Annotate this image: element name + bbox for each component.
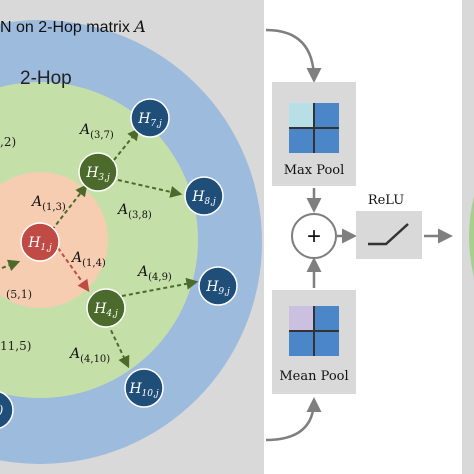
mean-pool-matrix-icon: [289, 306, 339, 356]
node-h7: H7,j: [130, 98, 170, 138]
clipped-node-bottom-left-label: ): [0, 403, 4, 417]
node-h4: H4,j: [86, 288, 126, 328]
edge-labels: A(3,7) A(1,3) A(3,8) A(1,4) A(4,9) A(4,1…: [30, 122, 172, 365]
node-h1-circle: [20, 222, 60, 262]
arrow-to-mean-pool: [265, 397, 322, 442]
node-h1-label: H1,j: [27, 235, 52, 253]
arrow-to-max-pool: [265, 28, 322, 83]
node-h3-circle: [78, 152, 118, 192]
edge-h1-h4: [57, 247, 90, 292]
node-h4-circle: [86, 288, 126, 328]
node-h9-circle: [198, 266, 238, 306]
node-h8-circle: [184, 176, 224, 216]
node-h1: H1,j: [20, 222, 60, 262]
edge-h4-h9: [121, 277, 199, 297]
gcn-panel-title: N on 2-Hop matrix A: [0, 17, 146, 36]
sum-operator: +: [291, 213, 337, 259]
node-h7-circle: [130, 98, 170, 138]
relu-curve-icon: [368, 223, 409, 246]
max-pool-matrix-icon: [289, 103, 339, 153]
clipped-node-bottom-left: [0, 391, 14, 429]
edge-h3-h8: [117, 179, 183, 198]
node-h8-label: H8,j: [191, 189, 216, 207]
gcn-panel-title-prefix: N on 2-Hop matrix: [0, 19, 134, 36]
edge-h4-h10: [107, 323, 130, 369]
hop-region-label: 2-Hop: [20, 68, 72, 89]
edge-label-a410: A(4,10): [68, 346, 110, 365]
next-panel-background: [462, 0, 474, 474]
edge-label-clipped-bottom: 11,5): [0, 339, 31, 353]
gcn-panel: ,2) (5,1) 11,5) ) N on 2-Hop matrix A 2-…: [0, 0, 264, 474]
node-h10-circle: [124, 368, 164, 408]
node-h4-label: H4,j: [93, 301, 118, 319]
relu-box: [356, 211, 422, 259]
mean-pool-block: Mean Pool: [272, 290, 356, 394]
node-h7-label: H7,j: [137, 111, 162, 129]
next-panel-clipped: [462, 0, 474, 474]
gcn-panel-title-var: A: [132, 17, 146, 36]
node-h9-label: H9,j: [205, 279, 230, 297]
node-h3: H3,j: [78, 152, 118, 192]
edge-h1-h3: [51, 184, 88, 231]
plus-icon: +: [307, 223, 321, 250]
edge-label-a37: A(3,7): [78, 122, 114, 141]
edge-label-a49: A(4,9): [136, 264, 172, 283]
edge-label-clipped-mid: (5,1): [6, 288, 32, 301]
node-h10-label: H10,j: [128, 381, 159, 399]
edge-label-clipped-top: ,2): [0, 135, 16, 149]
dashed-edge-clipped-left: [1, 259, 21, 271]
node-h8: H8,j: [184, 176, 224, 216]
max-pool-block: Max Pool: [272, 82, 356, 186]
node-h9: H9,j: [198, 266, 238, 306]
node-h3-label: H3,j: [85, 165, 110, 183]
mean-pool-label: Mean Pool: [279, 369, 348, 384]
sum-circle: [291, 213, 337, 259]
edge-label-a13: A(1,3): [30, 194, 66, 213]
relu-label: ReLU: [368, 193, 404, 208]
max-pool-label: Max Pool: [284, 163, 345, 178]
next-panel-green-edge: [469, 196, 474, 278]
edge-label-a38: A(3,8): [116, 202, 152, 221]
node-h10: H10,j: [124, 368, 164, 408]
edge-label-a14: A(1,4): [70, 250, 106, 269]
relu-block: ReLU: [356, 193, 422, 259]
